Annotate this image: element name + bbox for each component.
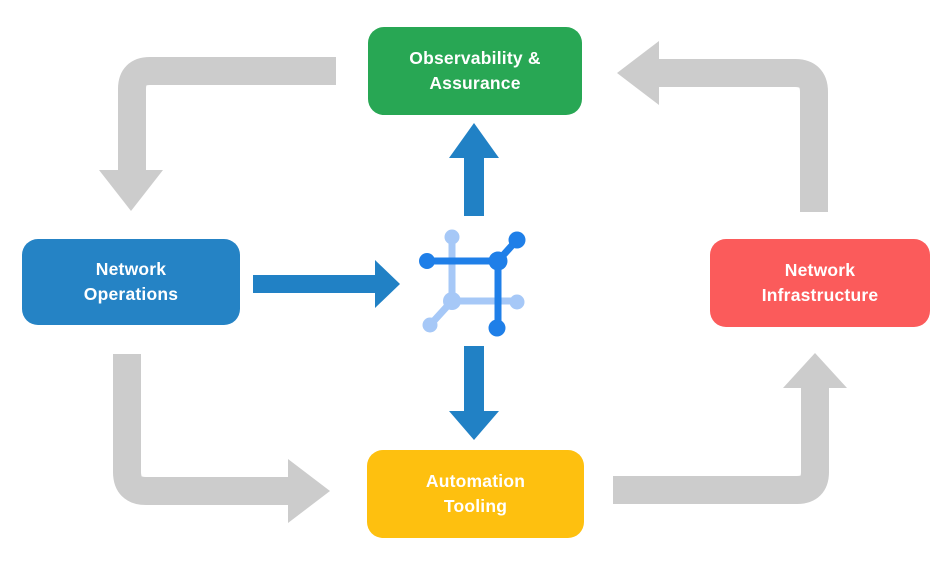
arrow-automation-to-infrastructure [613, 353, 847, 504]
node-observability-assurance: Observability & Assurance [368, 27, 582, 115]
arrow-operations-to-center [253, 260, 400, 308]
node-network-infrastructure: Network Infrastructure [710, 239, 930, 327]
network-mesh-icon [419, 229, 526, 337]
arrow-operations-to-automation [113, 354, 330, 523]
node-automation-tooling: Automation Tooling [367, 450, 584, 538]
arrow-center-to-observability [449, 123, 499, 216]
node-observability-assurance-label: Observability & Assurance [409, 47, 541, 93]
arrow-observability-to-operations [99, 57, 336, 211]
node-automation-tooling-label: Automation Tooling [425, 470, 526, 516]
arrow-infrastructure-to-observability [617, 41, 828, 212]
arrow-center-to-automation [449, 346, 499, 440]
node-network-operations-label: Network Operations [83, 258, 179, 304]
node-network-operations: Network Operations [22, 239, 240, 325]
node-network-infrastructure-label: Network Infrastructure [761, 259, 879, 305]
